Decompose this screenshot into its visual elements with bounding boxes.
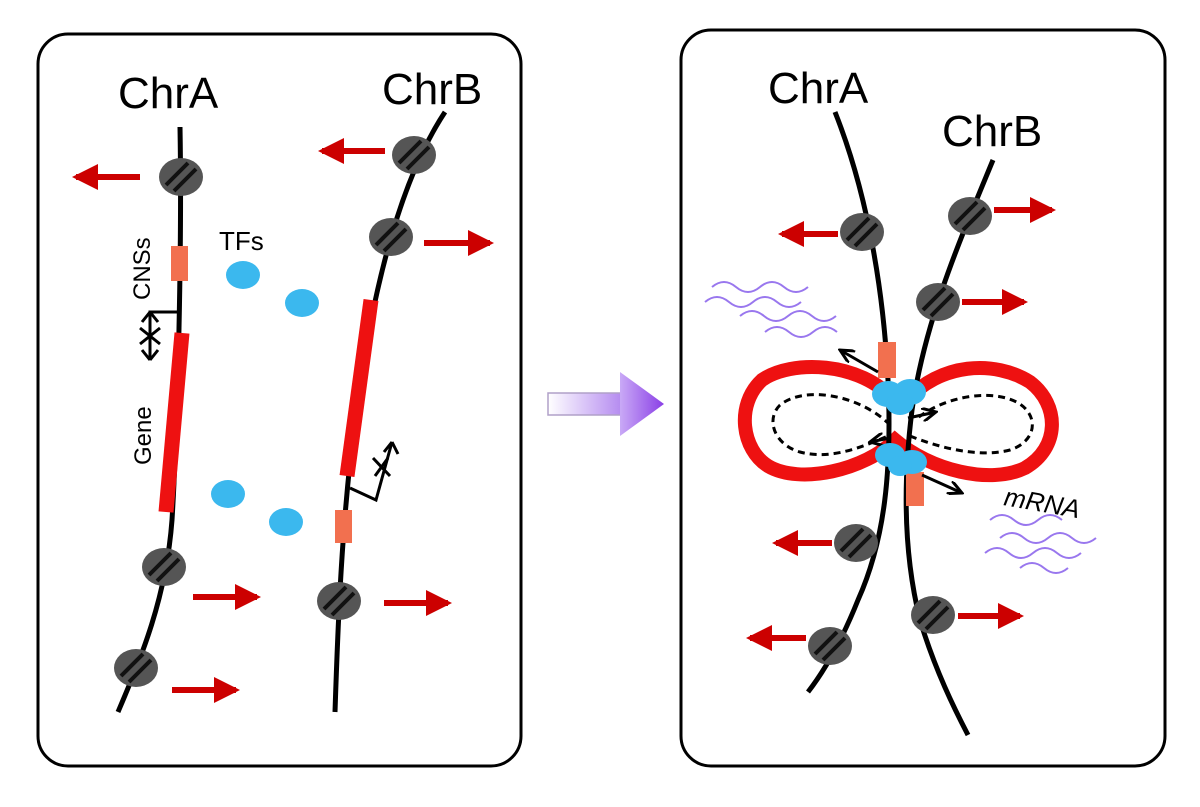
- nucleosome-icon: [806, 625, 854, 667]
- nucleosome-icon: [112, 647, 160, 689]
- tf-blob-icon: [211, 480, 245, 508]
- transition-arrow-icon: [547, 372, 664, 436]
- nucleosome-icon: [838, 211, 886, 253]
- chr-b-label-right: ChrB: [942, 107, 1042, 156]
- tf-blob-icon: [285, 289, 319, 317]
- mrna-top: [704, 281, 838, 338]
- tf-complex-top: [872, 379, 926, 415]
- cns-b-right: [906, 472, 924, 506]
- nucleosome-icon: [157, 156, 205, 198]
- nucleosome-icon: [315, 580, 363, 622]
- gene-b-left: [339, 298, 379, 478]
- gene-label: Gene: [130, 406, 157, 465]
- cnss-label: CNSs: [129, 237, 156, 300]
- tfs-label: TFs: [219, 226, 264, 256]
- gene-a-left: [158, 332, 190, 513]
- nucleosome-icon: [946, 195, 994, 237]
- tf-blob-icon: [269, 508, 303, 536]
- cns-a-left: [171, 246, 188, 281]
- chr-a-label-right: ChrA: [768, 64, 869, 113]
- cns-b-left: [335, 510, 352, 543]
- nucleosome-icon: [367, 216, 415, 258]
- tf-blob-icon: [226, 261, 260, 289]
- left-panel: [36, 32, 523, 768]
- chr-a-label-left: ChrA: [118, 69, 219, 118]
- tf-complex-bottom: [875, 443, 927, 476]
- loop-path-dashed: [771, 393, 1034, 457]
- chr-b-label-left: ChrB: [382, 65, 482, 114]
- nucleosome-icon: [832, 522, 880, 564]
- nucleosome-icon: [140, 546, 188, 588]
- nucleosome-icon: [909, 594, 957, 636]
- blocked-promoter-b: [349, 441, 400, 503]
- nucleosome-icon: [914, 281, 962, 323]
- nucleosome-icon: [390, 134, 438, 176]
- cns-a-right: [878, 342, 896, 378]
- mrna-bottom: [984, 514, 1097, 574]
- blocked-promoter-a: [139, 310, 178, 361]
